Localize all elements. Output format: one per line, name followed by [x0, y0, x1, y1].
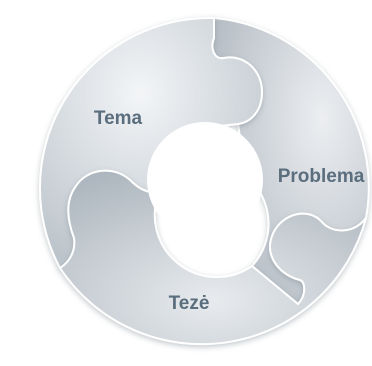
piece-teze — [58, 169, 367, 346]
label-tema: Tema — [94, 108, 143, 129]
center-hole — [147, 122, 263, 238]
label-teze: Tezė — [169, 293, 210, 314]
label-problema: Problema — [278, 166, 365, 187]
